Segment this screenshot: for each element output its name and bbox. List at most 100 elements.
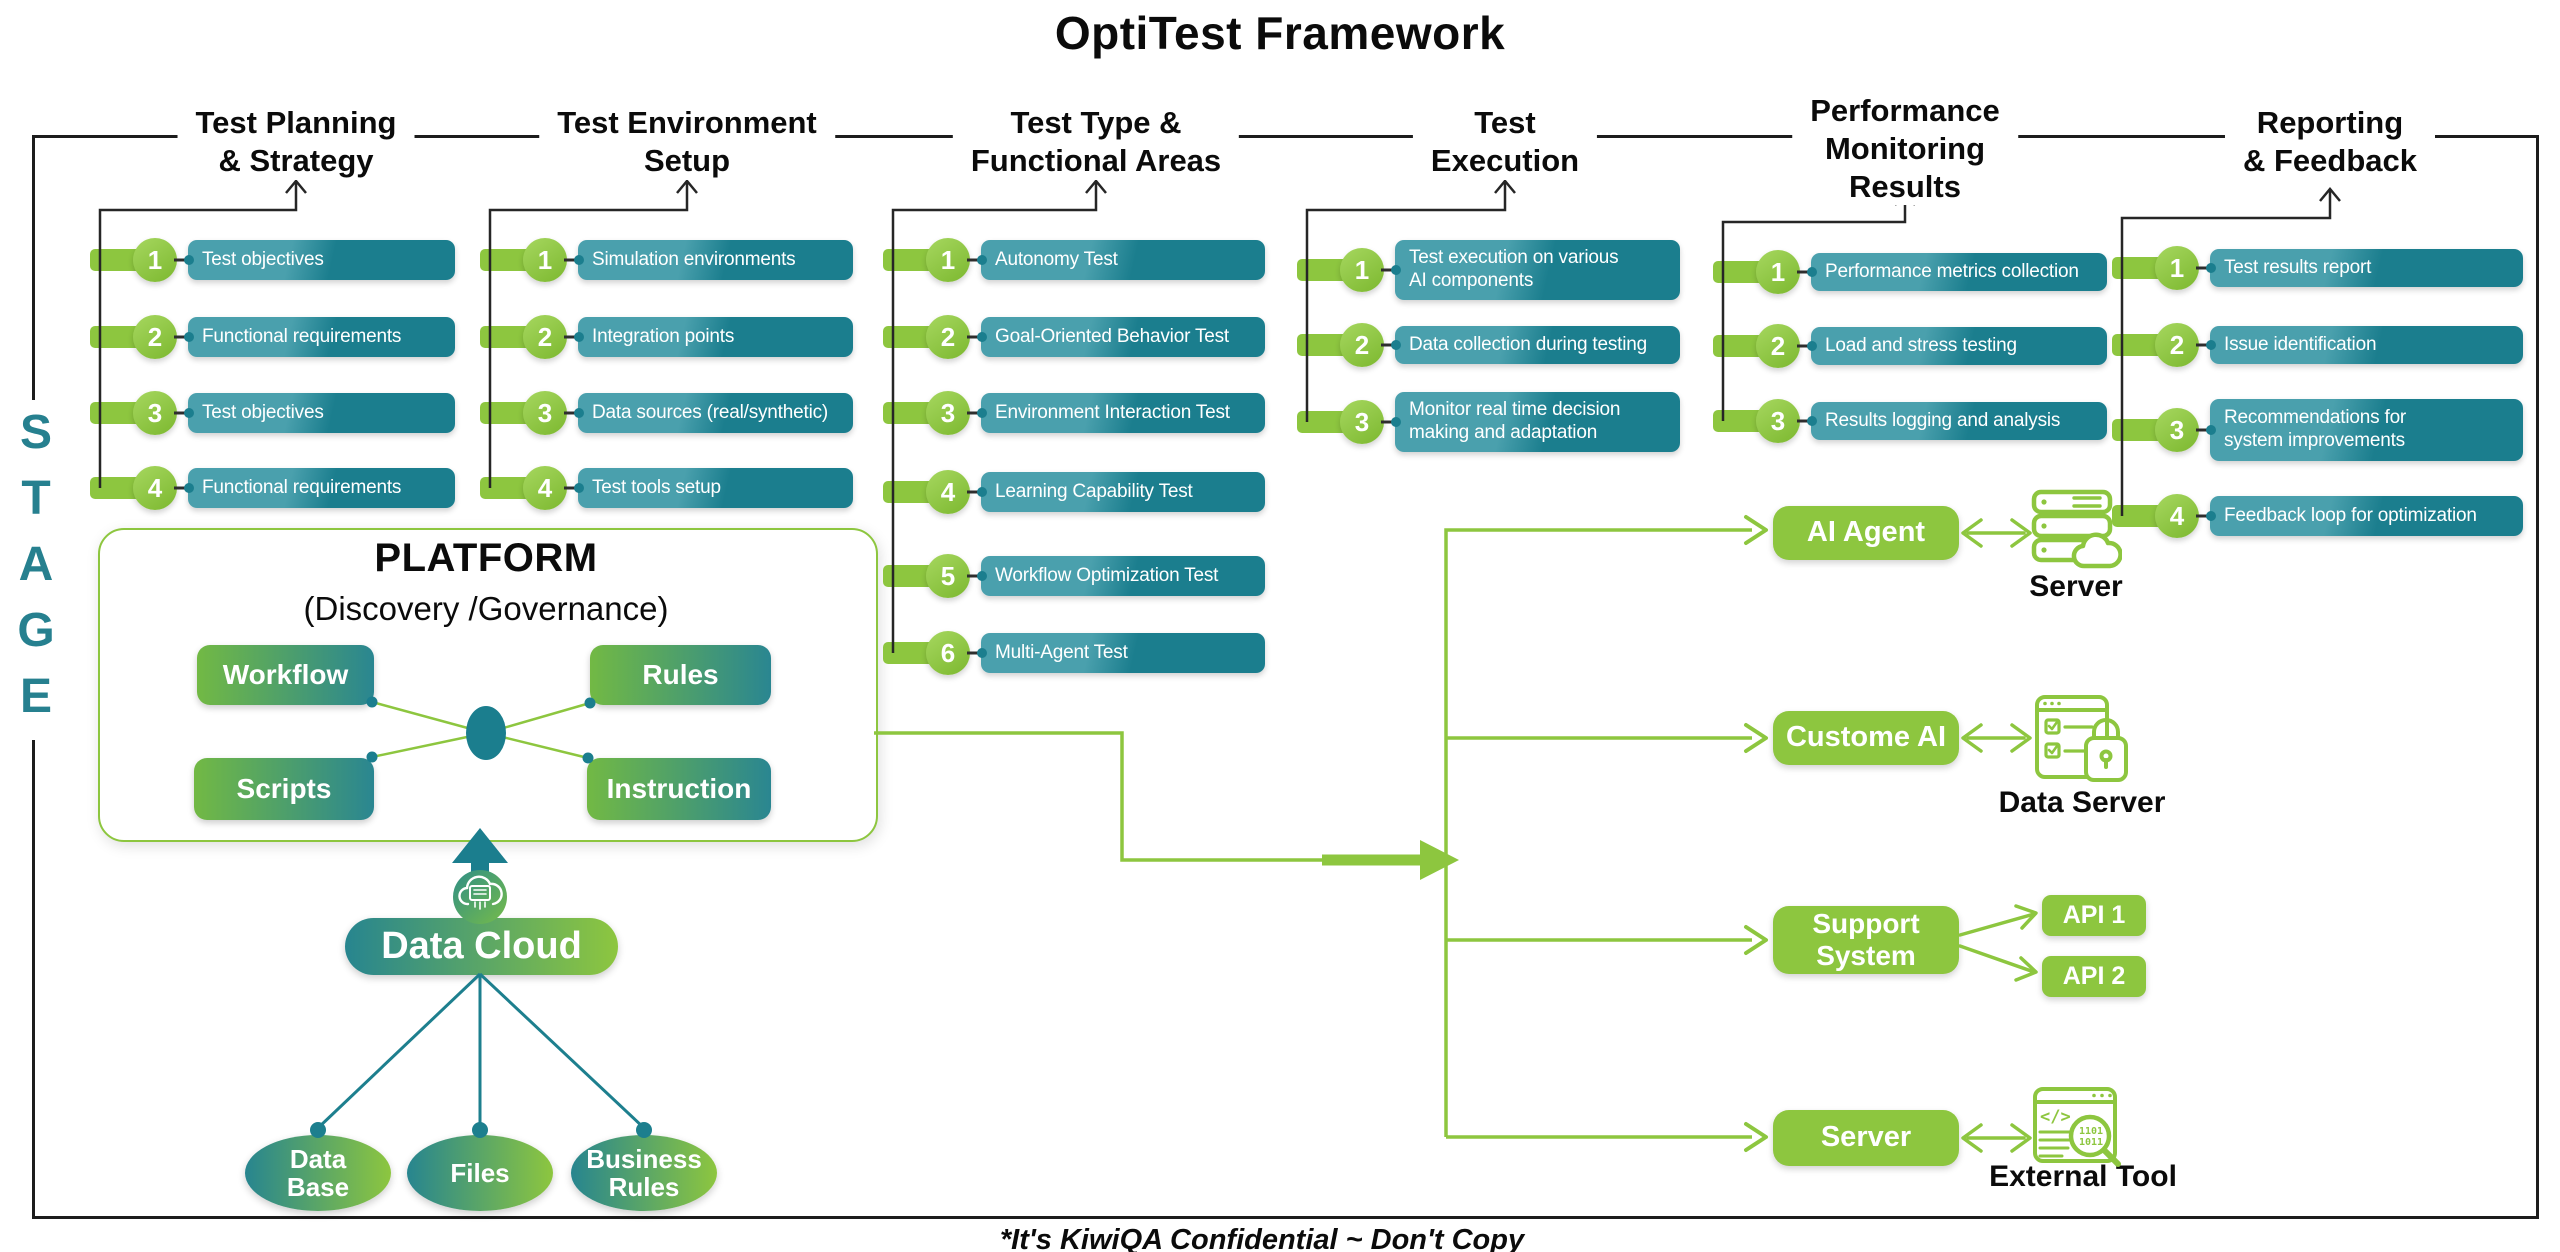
support-system-split-arrows — [1958, 904, 2038, 982]
connector-dot — [2206, 511, 2216, 521]
step-number-badge: 2 — [133, 315, 177, 359]
connector-line — [564, 486, 582, 490]
column-header-performance: Performance Monitoring Results — [1792, 92, 2018, 206]
step-bar: Autonomy Test — [981, 240, 1265, 280]
connector-dot — [1807, 341, 1817, 351]
step-item: 4 Learning Capability Test — [883, 470, 1265, 514]
connector-dot — [574, 483, 584, 493]
step-number-badge: 1 — [926, 238, 970, 282]
frame-left-line-upper — [32, 135, 35, 400]
connector-dot — [1391, 417, 1401, 427]
page-title: OptiTest Framework — [1054, 7, 1506, 59]
step-label: Workflow Optimization Test — [995, 564, 1219, 586]
connector-line — [967, 651, 985, 655]
step-number-badge: 2 — [1340, 323, 1384, 367]
connector-dot — [977, 255, 987, 265]
ai-agent-node: AI Agent — [1773, 506, 1959, 560]
binary-glyph: 1011 — [2079, 1137, 2103, 1148]
platform-subtitle: (Discovery /Governance) — [303, 590, 669, 627]
step-item: 2 Integration points — [480, 315, 853, 359]
frame-top-line — [32, 135, 2539, 138]
step-item: 3 Environment Interaction Test — [883, 391, 1265, 435]
step-label: Learning Capability Test — [995, 480, 1193, 502]
step-number-badge: 2 — [523, 315, 567, 359]
step-bar: Simulation environments — [578, 240, 853, 280]
column-header-reporting: Reporting & Feedback — [2224, 104, 2436, 180]
step-label: Recommendations for system improvements — [2224, 407, 2407, 451]
data-cloud-node: Data Cloud — [345, 918, 618, 975]
column-header-test-type: Test Type & Functional Areas — [952, 104, 1240, 180]
step-bar: Monitor real time decision making and ad… — [1395, 392, 1680, 452]
external-tool-icon: </> 1101 1011 — [2032, 1086, 2132, 1173]
connector-line — [1381, 420, 1399, 424]
column-header-test-execution: Test Execution — [1412, 104, 1598, 180]
connector-line — [1797, 419, 1815, 423]
platform-node-workflow: Workflow — [197, 645, 374, 705]
step-bar: Environment Interaction Test — [981, 393, 1265, 433]
step-number-badge: 3 — [926, 391, 970, 435]
step-number-badge: 1 — [2155, 246, 2199, 290]
connector-dot — [977, 571, 987, 581]
external-tool-icon-label: External Tool — [1989, 1160, 2177, 1193]
platform-node-instruction: Instruction — [587, 758, 771, 820]
confidential-footnote: *It's KiwiQA Confidential ~ Don't Copy — [999, 1224, 1525, 1252]
support-system-node: Support System — [1773, 906, 1959, 974]
step-number-badge: 4 — [926, 470, 970, 514]
step-number-badge: 2 — [2155, 323, 2199, 367]
connector-dot — [2206, 425, 2216, 435]
connector-dot — [2206, 263, 2216, 273]
step-label: Load and stress testing — [1825, 334, 2017, 356]
step-bar: Learning Capability Test — [981, 472, 1265, 512]
cloud-server-icon — [453, 870, 507, 924]
step-label: Test execution on various AI components — [1409, 247, 1619, 291]
step-label: Functional requirements — [202, 325, 402, 347]
step-item: 1 Autonomy Test — [883, 238, 1265, 282]
step-number-badge: 4 — [2155, 494, 2199, 538]
code-glyph: </> — [2040, 1107, 2071, 1127]
node-icon-double-arrows — [1961, 518, 2032, 1153]
step-label: Multi-Agent Test — [995, 641, 1128, 663]
step-bar: Feedback loop for optimization — [2210, 496, 2523, 536]
step-item: 2 Data collection during testing — [1297, 323, 1680, 367]
frame-right-line — [2536, 135, 2539, 1219]
column-header-test-planning: Test Planning & Strategy — [177, 104, 415, 180]
step-bar: Multi-Agent Test — [981, 633, 1265, 673]
step-label: Functional requirements — [202, 476, 402, 498]
step-label: Integration points — [592, 325, 735, 347]
step-bar: Workflow Optimization Test — [981, 556, 1265, 596]
step-number-badge: 3 — [2155, 408, 2199, 452]
connector-dot — [977, 648, 987, 658]
step-number-badge: 1 — [1756, 250, 1800, 294]
step-label: Test objectives — [202, 401, 324, 423]
step-bar: Test execution on various AI components — [1395, 240, 1680, 300]
binary-glyph: 1101 — [2079, 1126, 2103, 1137]
connector-dot — [1391, 265, 1401, 275]
connector-line — [174, 486, 192, 490]
step-label: Data collection during testing — [1409, 333, 1647, 355]
step-label: Goal-Oriented Behavior Test — [995, 325, 1229, 347]
step-bar: Issue identification — [2210, 326, 2523, 364]
step-label: Feedback loop for optimization — [2224, 504, 2477, 526]
custome-ai-node: Custome AI — [1773, 711, 1959, 765]
platform-title: PLATFORM — [374, 536, 598, 580]
data-server-icon-label: Data Server — [1998, 786, 2166, 819]
stage-vertical-label: STAGE — [17, 406, 55, 723]
server-icon-label: Server — [2029, 570, 2123, 603]
connector-dot — [1807, 416, 1817, 426]
step-number-badge: 4 — [133, 466, 177, 510]
server-icon — [2030, 488, 2123, 577]
connector-dot — [1807, 267, 1817, 277]
connector-dot — [574, 332, 584, 342]
step-label: Simulation environments — [592, 248, 796, 270]
data-source-business-rules: Business Rules — [571, 1135, 717, 1211]
connector-dot — [184, 255, 194, 265]
step-label: Environment Interaction Test — [995, 401, 1230, 423]
